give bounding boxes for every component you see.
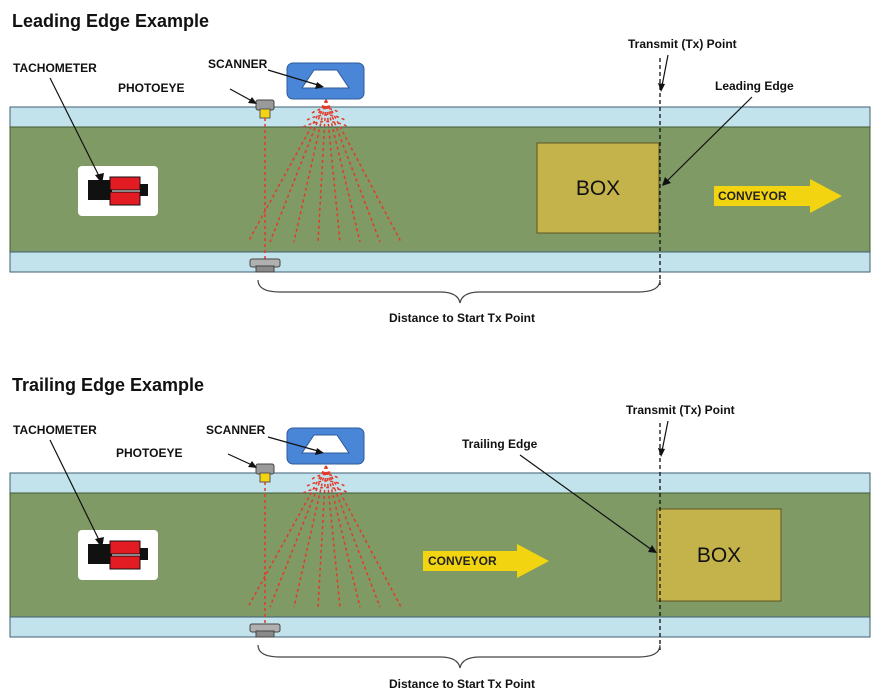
conveyor-label: CONVEYOR bbox=[718, 189, 787, 203]
box bbox=[656, 508, 782, 602]
leading-edge-pointer-arrow bbox=[662, 96, 753, 186]
scanner-label: SCANNER bbox=[206, 423, 266, 437]
conveyor-label: CONVEYOR bbox=[428, 554, 497, 568]
tx-point-label: Transmit (Tx) Point bbox=[628, 37, 737, 51]
leading-edge-label: Leading Edge bbox=[715, 79, 794, 93]
scanner-beams bbox=[247, 99, 402, 243]
scanner-pointer-arrow bbox=[267, 436, 324, 455]
photoeye-pointer-arrow bbox=[227, 453, 257, 468]
photoeye-icon bbox=[255, 463, 275, 483]
scanner-beams bbox=[247, 465, 402, 608]
photoeye-label: PHOTOEYE bbox=[116, 446, 182, 460]
distance-label: Distance to Start Tx Point bbox=[389, 311, 535, 325]
tachometer-label: TACHOMETER bbox=[13, 423, 97, 437]
trailing-edge-label: Trailing Edge bbox=[462, 437, 538, 451]
leading-edge-panel: Leading Edge Example TACHOMETER PHOTOEYE bbox=[9, 11, 871, 325]
tachometer-icon bbox=[78, 166, 158, 216]
box-label: BOX bbox=[576, 177, 620, 200]
photoeye-label: PHOTOEYE bbox=[118, 81, 184, 95]
scanner-icon bbox=[286, 62, 365, 100]
bottom-rail bbox=[9, 251, 871, 273]
tx-point-label: Transmit (Tx) Point bbox=[626, 403, 735, 417]
tachometer-pointer-arrow bbox=[49, 439, 104, 548]
bottom-rail bbox=[9, 616, 871, 638]
trailing-title: Trailing Edge Example bbox=[12, 375, 204, 395]
leading-title: Leading Edge Example bbox=[12, 11, 209, 31]
tachometer-pointer-arrow bbox=[49, 77, 104, 184]
box bbox=[536, 142, 660, 234]
scanner-label: SCANNER bbox=[208, 57, 268, 71]
scanner-pointer-arrow bbox=[267, 69, 324, 89]
photoeye-pointer-arrow bbox=[229, 88, 257, 104]
tx-pointer-arrow bbox=[658, 420, 669, 457]
tachometer-icon bbox=[78, 530, 158, 580]
tx-pointer-arrow bbox=[658, 54, 669, 92]
reflector-icon bbox=[249, 623, 281, 638]
conveyor-arrow-icon bbox=[714, 179, 842, 213]
distance-brace bbox=[257, 279, 661, 304]
tachometer-label: TACHOMETER bbox=[13, 61, 97, 75]
trailing-edge-pointer-arrow bbox=[519, 454, 657, 553]
trailing-edge-panel: Trailing Edge Example TACHOMETER PHOTOEY… bbox=[9, 375, 871, 691]
distance-label: Distance to Start Tx Point bbox=[389, 677, 535, 691]
scanner-icon bbox=[286, 427, 365, 465]
reflector-icon bbox=[249, 258, 281, 273]
conveyor-arrow-icon bbox=[423, 544, 549, 578]
distance-brace bbox=[257, 644, 661, 669]
top-rail bbox=[9, 106, 871, 128]
box-label: BOX bbox=[697, 544, 741, 567]
top-rail bbox=[9, 472, 871, 494]
